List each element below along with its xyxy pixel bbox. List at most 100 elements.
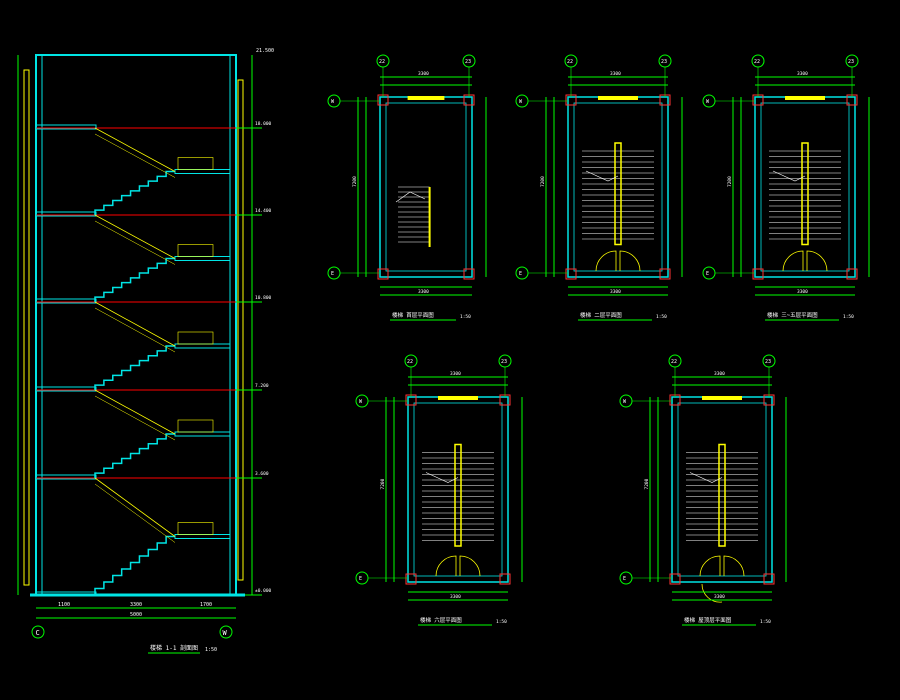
plan-direction-arrow [425, 472, 459, 483]
plan-break-line [395, 191, 426, 203]
plan-width-label-bottom: 3300 [797, 289, 808, 295]
section-grid-bubble-right [219, 625, 233, 639]
section-grid-right-label: W [223, 629, 228, 637]
plan-axis-bubble [498, 354, 512, 368]
plan-row-axis-bubble [327, 94, 341, 108]
plan-direction-arrow [689, 472, 723, 483]
plan-axis-label: 22 [567, 59, 573, 65]
plan-row-axis-bubble [355, 571, 369, 585]
plan-axis-label: 23 [661, 59, 667, 65]
section-level-label: 3.600 [255, 471, 269, 477]
plan-inner-wall [760, 102, 850, 272]
section-dim-mid: 3300 [130, 602, 142, 608]
section-railing [177, 522, 214, 535]
plan-width-label-bottom: 3300 [714, 594, 725, 600]
plan-width-label: 3300 [610, 71, 621, 77]
plan-axis-bubble [658, 54, 672, 68]
plan-width-label: 3300 [450, 371, 461, 377]
plan-axis-label: 22 [379, 59, 385, 65]
section-flight-upper [94, 301, 176, 347]
plan-axis-label: 22 [671, 359, 677, 365]
plan-inner-wall [413, 402, 503, 577]
section-mid-landing [174, 534, 231, 539]
plan-row-axis-label: W [519, 99, 523, 105]
plan-window [598, 96, 638, 100]
section-overall-width: 5000 [130, 612, 142, 618]
section-level-label: 18.000 [255, 121, 272, 127]
section-level-label: 14.400 [255, 208, 272, 214]
plan-outer-wall [407, 396, 509, 583]
plan-row-axis-label: E [623, 576, 626, 582]
right-window-strip [237, 79, 244, 581]
plan-row-axis-label: E [706, 271, 709, 277]
plan-door-left [699, 555, 721, 577]
plan-axis-bubble [762, 354, 776, 368]
plan-depth-label: 7200 [540, 176, 546, 187]
section-mid-landing [174, 256, 231, 261]
plan-inner-wall [385, 102, 467, 272]
section-flight-lower [94, 345, 175, 390]
plan-scale: 1:50 [460, 314, 471, 320]
plan-row-axis-label: W [706, 99, 710, 105]
plan-depth-label: 7200 [644, 478, 650, 489]
plan-column [669, 573, 681, 585]
plan-axis-bubble [376, 54, 390, 68]
section-railing [177, 331, 214, 345]
plan-axis-label: 23 [501, 359, 507, 365]
section-floor-slab [35, 124, 97, 130]
plan-door-left [595, 250, 617, 272]
section-flight-upper [94, 477, 176, 537]
section-handrail [94, 220, 176, 265]
plan-row-axis-label: W [331, 99, 335, 105]
plan-row-axis-bubble [619, 571, 633, 585]
plan-direction-arrow [772, 170, 806, 182]
plan-axis-bubble [751, 54, 765, 68]
section-floor-slab [35, 474, 97, 480]
section-floor-slab [35, 211, 97, 217]
plan-row-axis-label: W [359, 399, 363, 405]
plan-column [763, 573, 775, 585]
plan-window [702, 396, 742, 400]
plan-row-axis-bubble [702, 94, 716, 108]
plan-row-axis-bubble [327, 266, 341, 280]
section-railing [177, 157, 214, 170]
plan-width-label: 3300 [797, 71, 808, 77]
plan-axis-label: 23 [465, 59, 471, 65]
plan-axis-bubble [668, 354, 682, 368]
plan-axis-bubble [404, 354, 418, 368]
plan-outer-wall [671, 396, 773, 583]
plan-well-handrail [801, 142, 809, 246]
plan-axis-label: 23 [848, 59, 854, 65]
plan-row-axis-bubble [702, 266, 716, 280]
section-flight-lower [94, 535, 175, 595]
plan-column [377, 268, 389, 280]
plan-axis-bubble [462, 54, 476, 68]
plan-window [407, 96, 445, 100]
section-level-label: 10.800 [255, 295, 272, 301]
section-handrail [94, 483, 176, 543]
plan-row-axis-label: E [519, 271, 522, 277]
plan-scale: 1:50 [656, 314, 667, 320]
section-handrail [94, 307, 176, 353]
plan-axis-bubble [845, 54, 859, 68]
section-level-label: ±0.000 [255, 588, 272, 594]
section-flight-upper [94, 389, 176, 435]
plan-width-label-bottom: 3300 [418, 289, 429, 295]
plan-column [752, 268, 764, 280]
left-window-strip [23, 69, 30, 586]
plan-title: 楼梯 六层平面图 [420, 616, 462, 624]
plan-axis-label: 23 [765, 359, 771, 365]
section-mid-landing [174, 169, 231, 174]
section-mid-landing [174, 343, 231, 349]
plan-depth-label: 7200 [380, 478, 386, 489]
section-grid-left-label: C [36, 629, 40, 637]
plan-door-right [459, 555, 481, 577]
section-flight-lower [94, 170, 175, 215]
plan-door-right [723, 555, 745, 577]
plan-width-label: 3300 [418, 71, 429, 77]
plan-roof-door [701, 583, 723, 603]
plan-width-label-bottom: 3300 [450, 594, 461, 600]
